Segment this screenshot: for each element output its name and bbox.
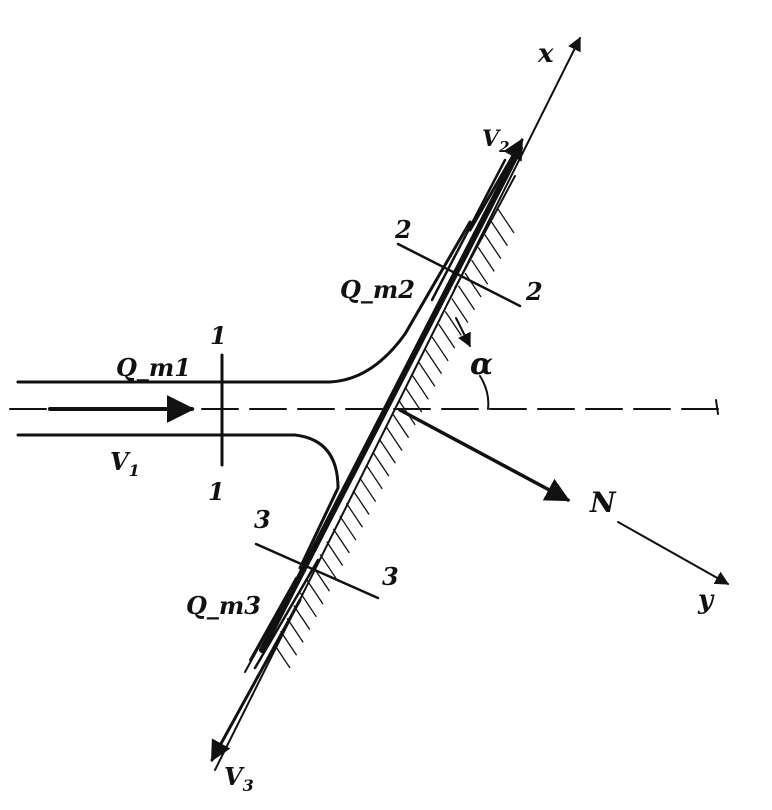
hatch-line xyxy=(385,426,403,451)
hatch-line xyxy=(392,413,410,439)
hatch-line xyxy=(411,374,429,400)
plate-hatching xyxy=(273,208,515,669)
hatch-line xyxy=(418,362,436,387)
section-3-line xyxy=(254,542,380,600)
hatch-line xyxy=(352,490,370,515)
angle-pointer-arrow xyxy=(455,317,471,348)
x-axis-arrow xyxy=(214,36,581,771)
up-velocity-label: V2 xyxy=(482,126,510,156)
hatch-line xyxy=(490,221,508,247)
hatch-line xyxy=(293,605,311,630)
inlet-velocity-label: V1 xyxy=(110,447,140,480)
section-3-left-label: 3 xyxy=(254,505,271,534)
hatch-line xyxy=(332,528,350,554)
x-axis-label: x xyxy=(537,39,554,69)
upper-flow-label: Q_m2 xyxy=(340,275,415,304)
hatch-line xyxy=(424,349,443,375)
jet-lower-boundary xyxy=(16,433,340,570)
hatch-line xyxy=(431,336,449,362)
up-velocity-arrow xyxy=(468,138,524,232)
hatch-line xyxy=(286,618,304,643)
lower-branch-streamlines xyxy=(244,558,320,673)
hatch-line xyxy=(438,323,456,349)
hatch-line xyxy=(326,541,344,567)
hatch-line xyxy=(299,592,317,618)
hatch-line xyxy=(345,502,364,528)
hatch-line xyxy=(319,554,337,579)
hatch-line xyxy=(451,298,469,323)
hatch-line xyxy=(477,247,495,272)
lower-flow-label: Q_m3 xyxy=(186,591,261,620)
normal-force-arrow xyxy=(398,408,571,502)
y-axis-arrow xyxy=(617,521,730,585)
angle-arc xyxy=(479,375,490,410)
hatch-line xyxy=(378,438,396,464)
hatch-line xyxy=(365,464,383,490)
hatch-line xyxy=(372,451,390,477)
jet-upper-boundary xyxy=(16,220,472,384)
down-velocity-arrow xyxy=(210,598,302,762)
hatch-line xyxy=(497,208,515,234)
y-axis-label: y xyxy=(697,585,715,615)
hatch-line xyxy=(444,310,462,336)
hatch-line xyxy=(457,285,476,311)
hatch-line xyxy=(471,259,489,285)
hatch-line xyxy=(359,477,377,503)
section-2-line xyxy=(396,242,522,308)
inlet-flow-label: Q_m1 xyxy=(116,353,191,382)
section-2-left-label: 2 xyxy=(394,215,412,244)
hatch-line xyxy=(306,579,324,605)
hatch-line xyxy=(464,272,482,298)
centerline-end-tick xyxy=(715,399,719,415)
hatch-line xyxy=(484,234,502,259)
section-1-top-label: 1 xyxy=(210,321,227,350)
section-2-right-label: 2 xyxy=(525,277,543,306)
section-1-bottom-label: 1 xyxy=(208,477,225,506)
section-3-right-label: 3 xyxy=(382,562,399,591)
down-velocity-label: V3 xyxy=(224,762,254,795)
angle-alpha-label: α xyxy=(470,347,493,382)
normal-force-label: N xyxy=(589,486,617,519)
hatch-line xyxy=(339,515,357,541)
